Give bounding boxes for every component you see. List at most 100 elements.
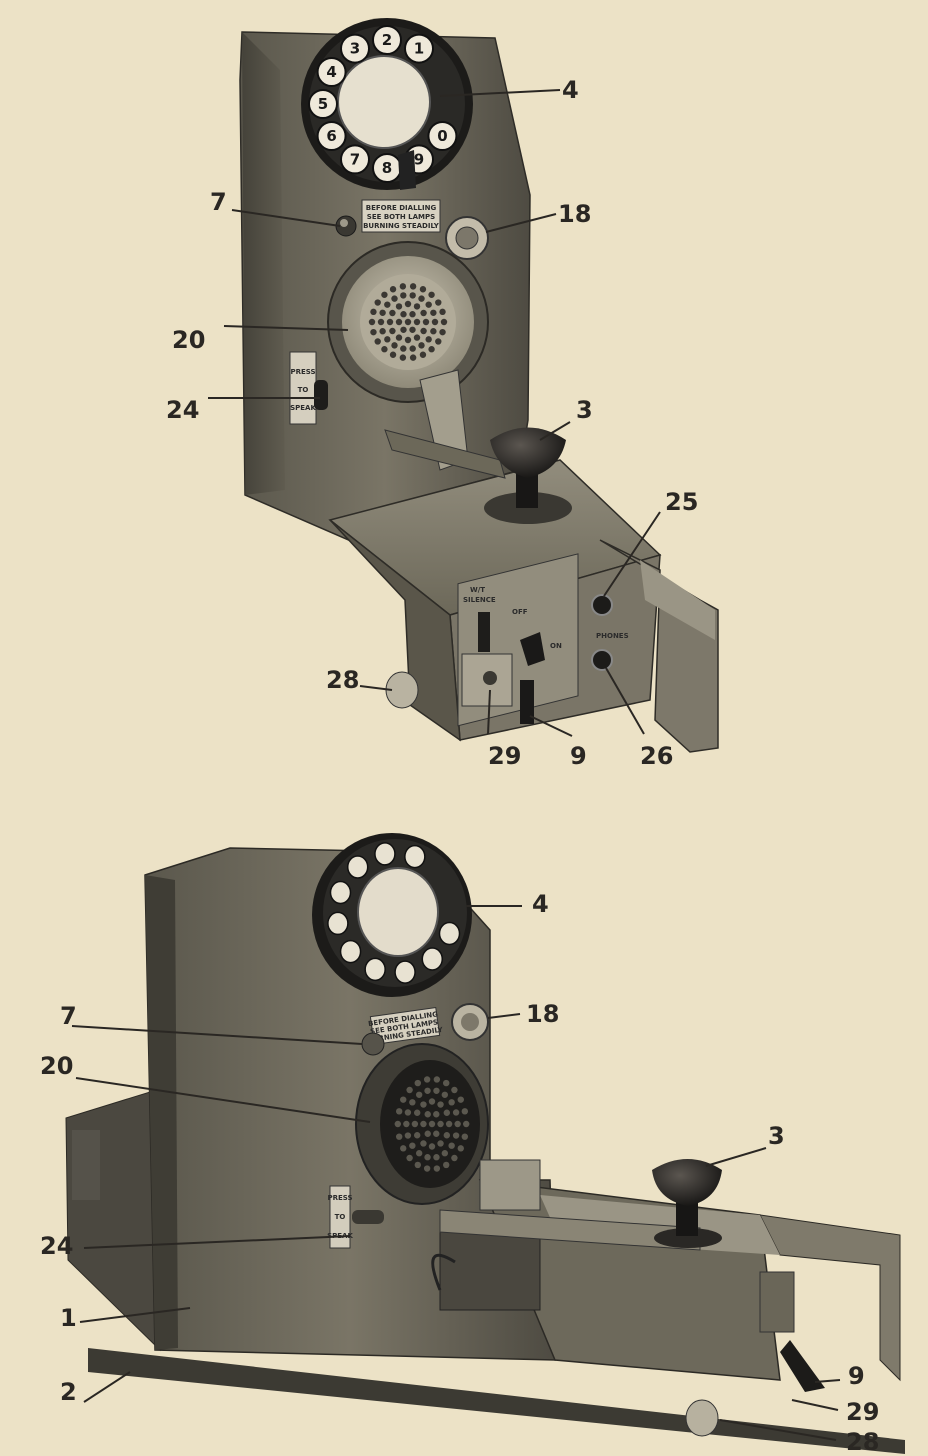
speaker-hole xyxy=(406,1154,413,1162)
top-dial-digit-7: 7 xyxy=(350,150,360,168)
top-dial-digit-1: 1 xyxy=(414,40,424,58)
callout-9-bottom: 9 xyxy=(848,1362,865,1390)
callout-1-bottom: 1 xyxy=(60,1304,77,1332)
speaker-hole xyxy=(435,299,442,306)
speaker-hole xyxy=(443,1161,450,1169)
speaker-hole xyxy=(428,1143,436,1150)
callout-3-bottom: 3 xyxy=(768,1122,785,1150)
bottom-dial-hole xyxy=(421,947,444,971)
speaker-hole xyxy=(414,1161,421,1169)
label-silence: SILENCE xyxy=(463,596,496,604)
top-dial-digit-8: 8 xyxy=(382,159,392,177)
speaker-hole xyxy=(435,338,442,345)
speaker-hole xyxy=(411,1120,419,1128)
speaker-hole xyxy=(381,346,388,353)
top-press-to-speak: PRESS TO SPEAK xyxy=(289,351,328,425)
speaker-hole xyxy=(451,1154,458,1162)
speaker-hole xyxy=(433,1076,441,1083)
speaker-hole xyxy=(409,326,416,333)
bottom-dial-hole xyxy=(394,960,416,984)
speaker-hole xyxy=(384,301,391,308)
top-side-face xyxy=(242,32,285,495)
top-dial-hole-3 xyxy=(340,33,370,64)
bottom-dial-hole xyxy=(438,921,461,946)
callout-9-top: 9 xyxy=(570,742,587,770)
speaker-hole xyxy=(422,318,430,326)
bottom-rear-terminal xyxy=(72,1130,100,1200)
press-line-3: SPEAK xyxy=(290,404,316,412)
top-dial-digit-9: 9 xyxy=(414,150,424,168)
speaker-hole xyxy=(374,299,381,306)
press-line-1: PRESS xyxy=(290,368,315,376)
speaker-hole xyxy=(433,1165,441,1172)
bottom-dial-hole xyxy=(346,855,369,879)
top-dial-hole-2 xyxy=(372,25,402,55)
speaker-hole xyxy=(430,309,437,316)
speaker-hole xyxy=(457,1145,464,1152)
speaker-hole xyxy=(437,1101,444,1108)
top-silence-slot xyxy=(478,612,490,652)
label-wt: W/T xyxy=(470,586,485,594)
speaker-hole xyxy=(420,1140,427,1147)
top-dial-digit-5: 5 xyxy=(318,95,328,113)
speaker-hole xyxy=(463,1120,470,1128)
top-front-panel: W/T SILENCE OFF ON PHONES xyxy=(457,553,629,727)
speaker-hole xyxy=(454,1120,461,1128)
top-speaker xyxy=(327,241,489,403)
speaker-hole xyxy=(440,318,448,326)
speaker-hole xyxy=(395,303,403,310)
speaker-hole xyxy=(428,1120,436,1128)
b-press-line-2: TO xyxy=(335,1213,346,1221)
speaker-hole xyxy=(399,283,407,290)
speaker-hole xyxy=(404,300,412,308)
speaker-hole xyxy=(443,1109,451,1116)
callout-26-top: 26 xyxy=(640,742,673,770)
callout-18-bottom: 18 xyxy=(526,1000,559,1028)
speaker-hole xyxy=(395,318,403,326)
top-dial-hole-6 xyxy=(316,121,347,151)
callout-3-top: 3 xyxy=(576,396,593,424)
bottom-dial-hole xyxy=(374,842,396,866)
speaker-hole xyxy=(443,1079,450,1087)
speaker-hole xyxy=(368,318,376,326)
label-phones: PHONES xyxy=(596,632,629,640)
speaker-hole xyxy=(461,1108,469,1115)
speaker-hole xyxy=(399,354,407,361)
speaker-hole xyxy=(452,1109,460,1116)
bottom-morse-key xyxy=(431,1159,722,1311)
callout-4-top: 4 xyxy=(562,76,579,104)
top-press-switch-24 xyxy=(314,380,328,410)
speaker-hole xyxy=(415,1091,423,1098)
bottom-speaker xyxy=(355,1043,489,1205)
speaker-hole xyxy=(443,1132,451,1139)
speaker-hole xyxy=(409,1099,416,1106)
callout-28-bottom: 28 xyxy=(846,1428,879,1456)
speaker-hole xyxy=(425,301,432,308)
top-finger-stop xyxy=(398,150,416,190)
speaker-hole xyxy=(379,309,386,316)
speaker-hole xyxy=(409,345,416,352)
callout-24-bottom: 24 xyxy=(40,1232,73,1260)
speaker-hole xyxy=(391,342,398,349)
speaker-hole xyxy=(430,328,437,335)
top-onoff-switch xyxy=(520,632,545,666)
top-dial-hole-1 xyxy=(404,33,434,64)
speaker-hole xyxy=(418,342,425,349)
top-lever-9 xyxy=(520,680,534,724)
speaker-hole xyxy=(461,1133,469,1140)
top-channel-lip xyxy=(640,560,715,640)
speaker-hole xyxy=(428,346,435,353)
speaker-hole xyxy=(415,1150,423,1157)
speaker-hole xyxy=(384,336,391,343)
speaker-hole xyxy=(413,1109,421,1116)
speaker-hole xyxy=(406,1086,413,1094)
speaker-hole xyxy=(413,303,421,310)
top-jack-26 xyxy=(591,649,613,671)
bottom-tower-side xyxy=(145,875,178,1350)
speaker-hole xyxy=(389,327,396,335)
speaker-hole xyxy=(445,1120,453,1128)
